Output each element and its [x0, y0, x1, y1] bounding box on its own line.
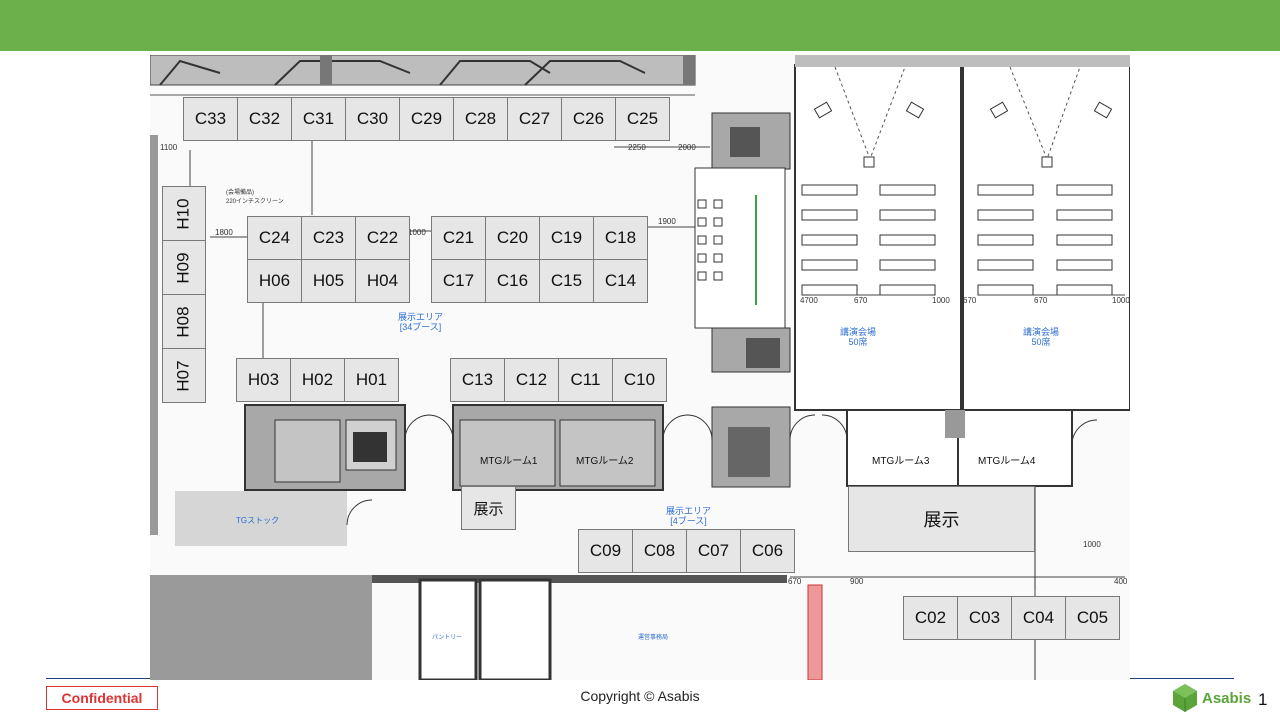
dim-670-d: 1000	[1112, 296, 1130, 305]
screen-note: (会場備品) 220インチスクリーン	[226, 190, 284, 205]
dim-1900: 1900	[658, 217, 676, 226]
pantry-label: パントリー	[432, 635, 463, 641]
dim-2660: 1000	[1083, 540, 1101, 549]
lecture-hall-2-label: 講演会場 50席	[1023, 327, 1060, 347]
booth-c28[interactable]: C28	[453, 97, 508, 141]
booth-h06[interactable]: H06	[247, 259, 302, 303]
mtg-room-4[interactable]: MTGルーム4	[978, 456, 1036, 467]
booth-h07-label: H07	[174, 359, 193, 392]
booth-c21[interactable]: C21	[431, 216, 486, 260]
booth-c03[interactable]: C03	[957, 596, 1012, 640]
booth-h09-label: H09	[174, 251, 193, 284]
dim-1000-a: 670	[854, 296, 868, 305]
booth-c16[interactable]: C16	[485, 259, 540, 303]
office-label: 運営事務局	[638, 635, 669, 641]
area-label-small: 展示エリア [4ブース]	[666, 506, 712, 526]
booth-c12[interactable]: C12	[504, 358, 559, 402]
booth-c15[interactable]: C15	[539, 259, 594, 303]
booth-c22[interactable]: C22	[355, 216, 410, 260]
booth-h10[interactable]: H10	[162, 186, 206, 241]
page-number: 1	[1258, 690, 1268, 709]
mtg-room-3[interactable]: MTGルーム3	[872, 456, 930, 467]
booth-c30[interactable]: C30	[345, 97, 400, 141]
booth-h08[interactable]: H08	[162, 294, 206, 349]
logo-text: Asabis	[1202, 689, 1252, 707]
booth-c06[interactable]: C06	[740, 529, 795, 573]
booth-h02[interactable]: H02	[290, 358, 345, 402]
tg-stock-label: TGストック	[236, 516, 280, 525]
mtg-room-2[interactable]: MTGルーム2	[576, 456, 634, 467]
dim-670-b: 1000	[932, 296, 950, 305]
floor-plan: 2250 2000 1800 1000 1900 4700 670 1000 6…	[150, 55, 1130, 680]
dim-1100: 1100	[160, 143, 178, 152]
copyright-text: Copyright © Asabis	[580, 688, 700, 704]
dim-400: 400	[1114, 577, 1128, 586]
booth-c20[interactable]: C20	[485, 216, 540, 260]
booth-h04[interactable]: H04	[355, 259, 410, 303]
dim-2000: 2000	[678, 143, 696, 152]
floor-plan-drawing	[150, 55, 1130, 680]
dim-670-a: 4700	[800, 296, 818, 305]
logo-icon	[1173, 684, 1197, 712]
lecture-hall-1-label: 講演会場 50席	[840, 327, 877, 347]
booth-c31[interactable]: C31	[291, 97, 346, 141]
booth-c25[interactable]: C25	[615, 97, 670, 141]
dim-670-c: 670	[963, 296, 977, 305]
booth-h07[interactable]: H07	[162, 348, 206, 403]
dim-900: 670	[788, 577, 802, 586]
booth-c32[interactable]: C32	[237, 97, 292, 141]
booth-c29[interactable]: C29	[399, 97, 454, 141]
asabis-logo: Asabis	[1172, 683, 1251, 713]
booth-c05[interactable]: C05	[1065, 596, 1120, 640]
booth-h10-label: H10	[174, 197, 193, 230]
booth-h08-label: H08	[174, 305, 193, 338]
dim-2250: 2250	[628, 143, 646, 152]
footer-rule-left	[46, 678, 150, 679]
booth-c26[interactable]: C26	[561, 97, 616, 141]
dim-1000-b: 670	[1034, 296, 1048, 305]
booth-c07[interactable]: C07	[686, 529, 741, 573]
header-bar	[0, 0, 1280, 51]
mtg-room-1[interactable]: MTGルーム1	[480, 456, 538, 467]
booth-h03[interactable]: H03	[236, 358, 291, 402]
booth-c02[interactable]: C02	[903, 596, 958, 640]
booth-c27[interactable]: C27	[507, 97, 562, 141]
booth-c18[interactable]: C18	[593, 216, 648, 260]
exhibit-small[interactable]: 展示	[461, 486, 516, 530]
booth-c14[interactable]: C14	[593, 259, 648, 303]
booth-h01[interactable]: H01	[344, 358, 399, 402]
dim-1000: 1000	[408, 228, 426, 237]
area-label-main: 展示エリア [34ブース]	[398, 312, 444, 332]
booth-c04[interactable]: C04	[1011, 596, 1066, 640]
booth-c09[interactable]: C09	[578, 529, 633, 573]
booth-c11[interactable]: C11	[558, 358, 613, 402]
dim-1800: 1800	[215, 228, 233, 237]
booth-c17[interactable]: C17	[431, 259, 486, 303]
booth-c24[interactable]: C24	[247, 216, 302, 260]
booth-c13[interactable]: C13	[450, 358, 505, 402]
footer-rule-right	[1130, 678, 1234, 679]
booth-c19[interactable]: C19	[539, 216, 594, 260]
booth-c10[interactable]: C10	[612, 358, 667, 402]
booth-c08[interactable]: C08	[632, 529, 687, 573]
booth-h05[interactable]: H05	[301, 259, 356, 303]
booth-h09[interactable]: H09	[162, 240, 206, 295]
booth-c33[interactable]: C33	[183, 97, 238, 141]
confidential-badge: Confidential	[46, 686, 158, 710]
booth-c23[interactable]: C23	[301, 216, 356, 260]
dim-3440: 900	[850, 577, 864, 586]
exhibit-large[interactable]: 展示	[848, 486, 1035, 552]
